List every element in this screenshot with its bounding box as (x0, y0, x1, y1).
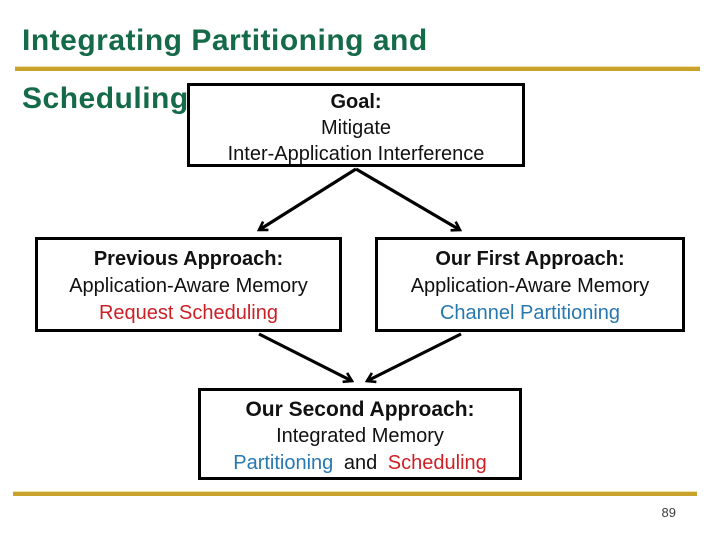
footer-rule (13, 491, 697, 496)
first-approach-box: Our First Approach: Application-Aware Me… (375, 237, 685, 332)
arrow-goal-to-previous (256, 167, 357, 232)
second-approach-box: Our Second Approach: Integrated Memory P… (198, 388, 522, 480)
title-underline (15, 66, 700, 71)
first-approach-heading: Our First Approach: (435, 248, 625, 270)
second-approach-heading: Our Second Approach: (245, 398, 475, 421)
page-number: 89 (661, 505, 676, 520)
goal-box-line-2: Inter-Application Interference (227, 143, 485, 165)
second-approach-line-1: Integrated Memory (276, 425, 444, 447)
second-approach-word-and: and (343, 452, 378, 474)
arrow-goal-to-first (355, 167, 463, 232)
goal-box-line-1: Mitigate (320, 117, 392, 139)
previous-approach-line-2: Request Scheduling (98, 302, 278, 324)
previous-approach-line-1: Application-Aware Memory (69, 275, 308, 297)
second-approach-line-2: Partitioning and Scheduling (201, 450, 519, 477)
slide-title-line-1: Integrating Partitioning and (22, 24, 428, 57)
arrow-first-to-second (364, 332, 462, 384)
previous-approach-heading: Previous Approach: (93, 248, 284, 270)
first-approach-line-2: Channel Partitioning (439, 302, 621, 324)
second-approach-word-partitioning: Partitioning (233, 452, 334, 474)
second-approach-word-scheduling: Scheduling (387, 452, 487, 474)
first-approach-line-1: Application-Aware Memory (410, 275, 650, 297)
previous-approach-box: Previous Approach: Application-Aware Mem… (35, 237, 342, 332)
slide-title-line-2: Scheduling (22, 82, 189, 115)
goal-box: Goal: Mitigate Inter-Application Interfe… (187, 83, 525, 167)
goal-box-heading: Goal: (330, 91, 382, 113)
arrow-previous-to-second (258, 332, 355, 384)
